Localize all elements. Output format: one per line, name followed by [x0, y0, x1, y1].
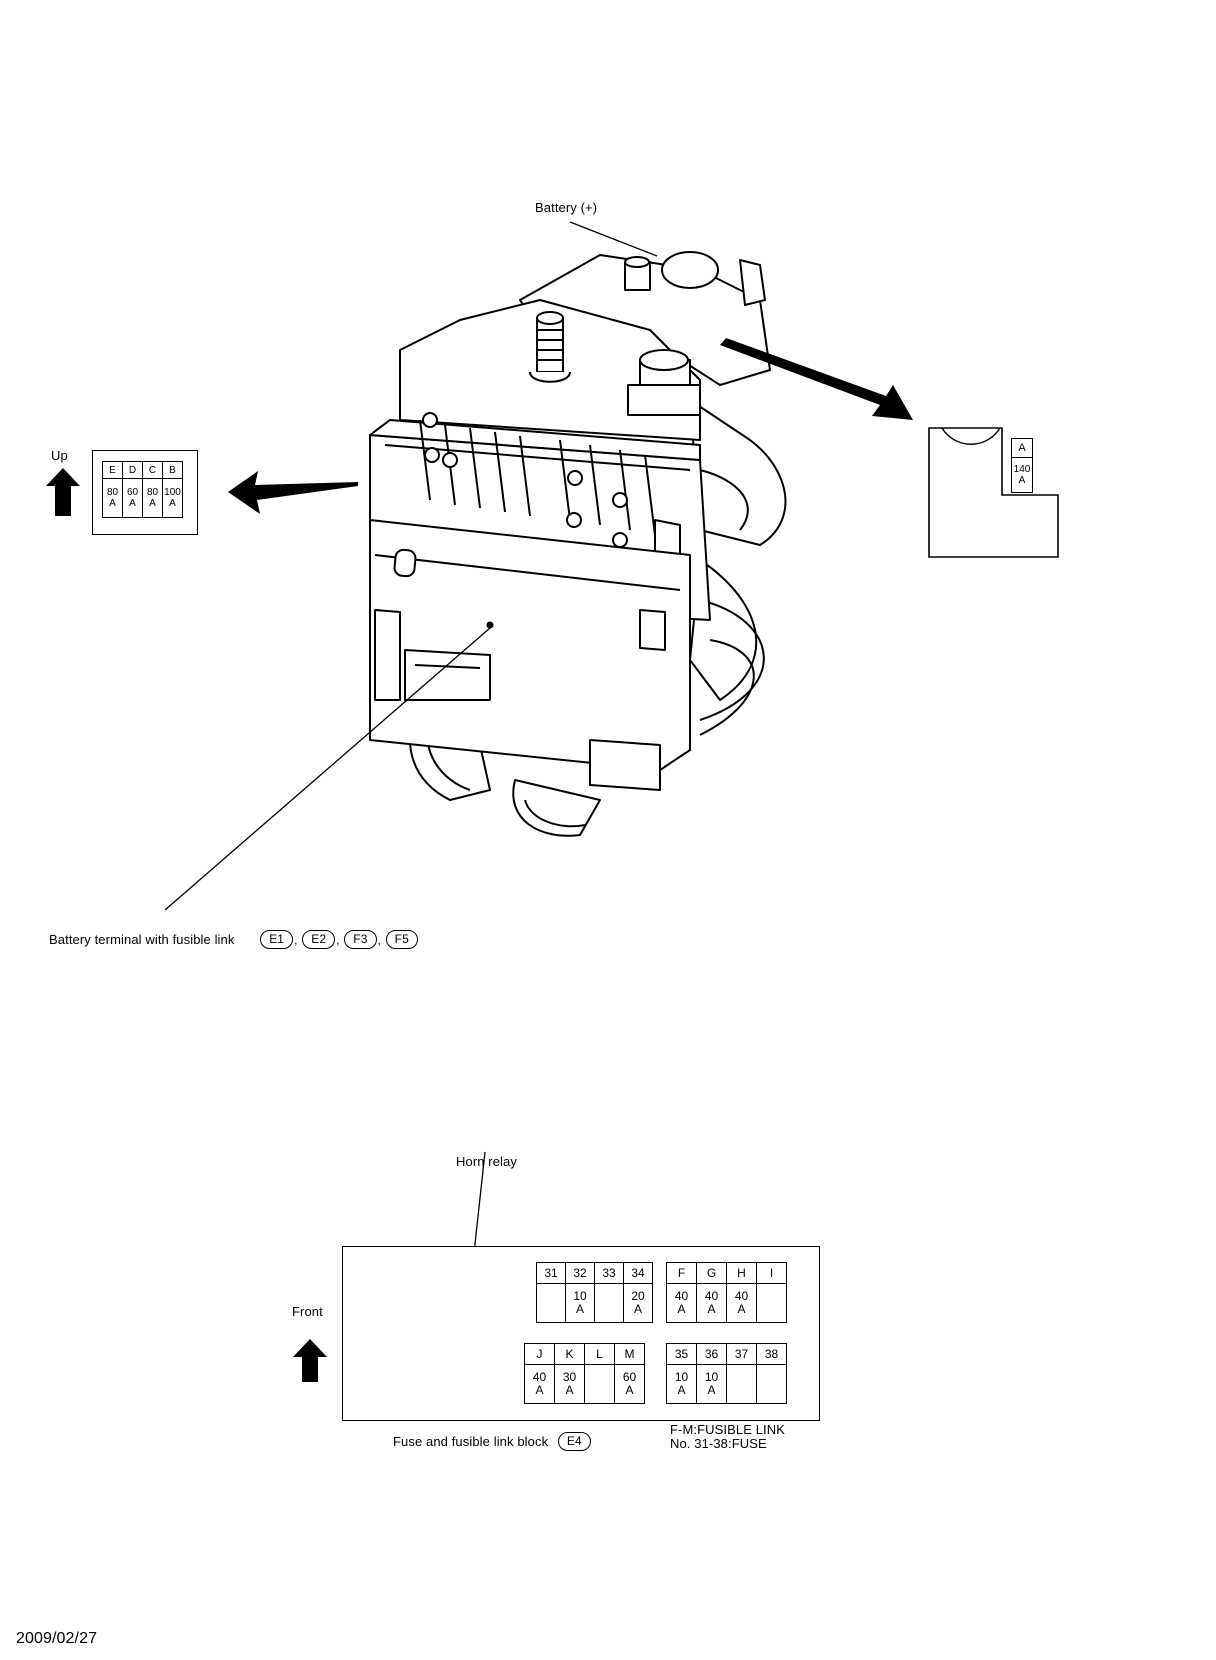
link-j: J	[524, 1343, 555, 1365]
connector-badge-e2: E2	[302, 930, 336, 949]
link-col-e: E	[102, 461, 123, 479]
right-link-header-row: A	[1011, 438, 1033, 458]
fuse-block-caption: Fuse and fusible link block E4	[393, 1432, 591, 1451]
connector-badge-f3: F3	[344, 930, 377, 949]
left-link-header-row: E D C B	[102, 461, 183, 479]
legend-fuse: No. 31-38:FUSE	[670, 1436, 767, 1451]
fuse-legend: F-M:FUSIBLE LINK No. 31-38:FUSE	[670, 1423, 785, 1451]
fuse-38: 38	[756, 1343, 787, 1365]
link-f: F	[666, 1262, 697, 1284]
fuse-33: 33	[594, 1262, 624, 1284]
link-i-amp	[756, 1283, 787, 1323]
link-grid-header-row: F G H I	[666, 1262, 787, 1284]
fuse-34: 34	[623, 1262, 653, 1284]
right-link-pointer-arrow	[720, 338, 913, 420]
fuse-37-amp	[726, 1364, 757, 1404]
legend-fusible-link: F-M:FUSIBLE LINK	[670, 1422, 786, 1437]
link-col-a: A	[1011, 438, 1033, 458]
connector-badge-e1: E1	[260, 930, 294, 949]
fuse-grid-header-row: 31 32 33 34	[536, 1262, 653, 1284]
link-m: M	[614, 1343, 645, 1365]
connector-badge-e4: E4	[557, 1432, 591, 1451]
up-label: Up	[51, 448, 68, 463]
left-link-pointer-arrow	[228, 471, 358, 514]
link-g: G	[696, 1262, 727, 1284]
right-link-box-cutout	[941, 427, 1001, 445]
front-label: Front	[292, 1304, 323, 1319]
fuse-grid-header-row: 35 36 37 38	[666, 1343, 787, 1365]
link-h: H	[726, 1262, 757, 1284]
fuse-33-amp	[594, 1283, 624, 1323]
link-k: K	[554, 1343, 585, 1365]
horn-relay-label: Horn relay	[456, 1154, 517, 1169]
front-arrow-icon	[293, 1339, 327, 1382]
battery-terminal-caption: Battery terminal with fusible link E1, E…	[49, 930, 418, 949]
fuse-32: 32	[565, 1262, 595, 1284]
link-grid-header-row: J K L M	[524, 1343, 645, 1365]
battery-terminal-label: Battery terminal with fusible link	[49, 932, 235, 947]
date-stamp: 2009/02/27	[16, 1630, 98, 1647]
link-col-c: C	[142, 461, 163, 479]
link-col-b: B	[162, 461, 183, 479]
fuse-37: 37	[726, 1343, 757, 1365]
fuse-31-amp	[536, 1283, 566, 1323]
link-l-amp	[584, 1364, 615, 1404]
connector-badge-f5: F5	[385, 930, 418, 949]
battery-terminal-illustration	[369, 251, 787, 837]
battery-plus-label: Battery (+)	[535, 200, 598, 215]
fuse-35: 35	[666, 1343, 697, 1365]
link-i: I	[756, 1262, 787, 1284]
fuse-block-label: Fuse and fusible link block	[393, 1434, 549, 1449]
up-arrow-icon	[46, 468, 80, 516]
link-l: L	[584, 1343, 615, 1365]
fuse-31: 31	[536, 1262, 566, 1284]
fuse-36: 36	[696, 1343, 727, 1365]
link-col-d: D	[122, 461, 143, 479]
right-link-box-outline	[928, 427, 1059, 558]
fuse-38-amp	[756, 1364, 787, 1404]
